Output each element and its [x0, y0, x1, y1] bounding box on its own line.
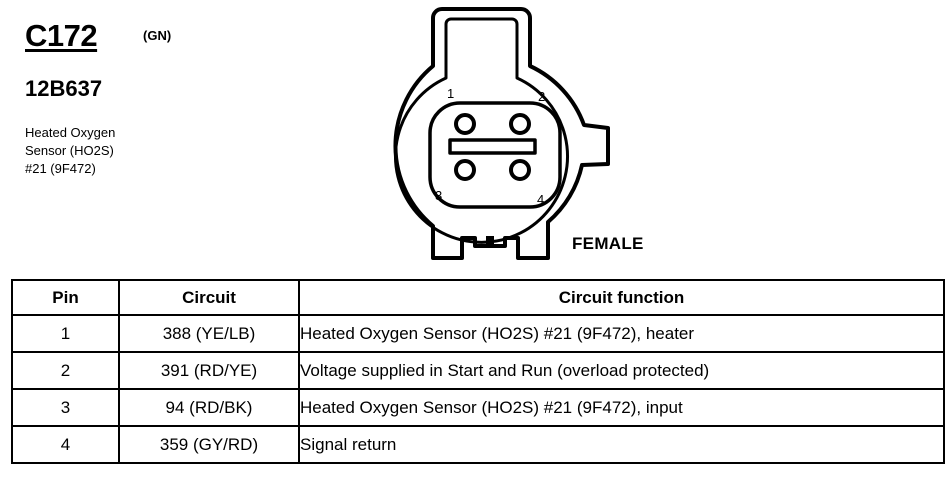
pin-table: Pin Circuit Circuit function 1 388 (YE/L… [11, 279, 945, 464]
connector-inner-outline [394, 17, 569, 244]
connector-shell-outline [393, 7, 610, 260]
function-cell: Heated Oxygen Sensor (HO2S) #21 (9F472),… [298, 314, 945, 353]
circuit-cell: 388 (YE/LB) [118, 314, 300, 353]
circuit-cell: 391 (RD/YE) [118, 351, 300, 390]
description-line: Heated Oxygen [25, 125, 116, 140]
pin-hole-3 [454, 159, 476, 181]
center-key-bar [448, 138, 537, 155]
connector-description: Heated Oxygen Sensor (HO2S) #21 (9F472) [25, 124, 115, 178]
bottom-slot [486, 236, 494, 246]
function-cell: Voltage supplied in Start and Run (overl… [298, 351, 945, 390]
circuit-cell: 359 (GY/RD) [118, 425, 300, 464]
pin-label-4: 4 [537, 192, 544, 207]
pin-cell: 3 [11, 388, 120, 427]
table-row: 1 388 (YE/LB) Heated Oxygen Sensor (HO2S… [11, 314, 945, 353]
table-header-row: Pin Circuit Circuit function [11, 279, 945, 316]
part-number: 12B637 [25, 76, 103, 101]
function-cell: Heated Oxygen Sensor (HO2S) #21 (9F472),… [298, 388, 945, 427]
circuit-cell: 94 (RD/BK) [118, 388, 300, 427]
description-line: Sensor (HO2S) [25, 143, 114, 158]
pin-hole-2 [509, 113, 531, 135]
column-header-function: Circuit function [298, 279, 945, 316]
pin-cell: 2 [11, 351, 120, 390]
pin-label-3: 3 [435, 188, 442, 203]
pin-hole-4 [509, 159, 531, 181]
table-row: 2 391 (RD/YE) Voltage supplied in Start … [11, 351, 945, 390]
pin-face [428, 101, 562, 209]
pin-hole-1 [454, 113, 476, 135]
function-cell: Signal return [298, 425, 945, 464]
table-row: 3 94 (RD/BK) Heated Oxygen Sensor (HO2S)… [11, 388, 945, 427]
column-header-pin: Pin [11, 279, 120, 316]
table-row: 4 359 (GY/RD) Signal return [11, 425, 945, 464]
pin-cell: 4 [11, 425, 120, 464]
column-header-circuit: Circuit [118, 279, 300, 316]
connector-color: (GN) [143, 28, 172, 43]
pin-label-1: 1 [447, 86, 454, 101]
connector-id: C172 [25, 18, 98, 53]
connector-face-diagram: 1 2 3 4 [393, 7, 610, 260]
pin-label-2: 2 [538, 89, 545, 104]
gender-label: FEMALE [572, 234, 644, 253]
pin-cell: 1 [11, 314, 120, 353]
description-line: #21 (9F472) [25, 161, 96, 176]
